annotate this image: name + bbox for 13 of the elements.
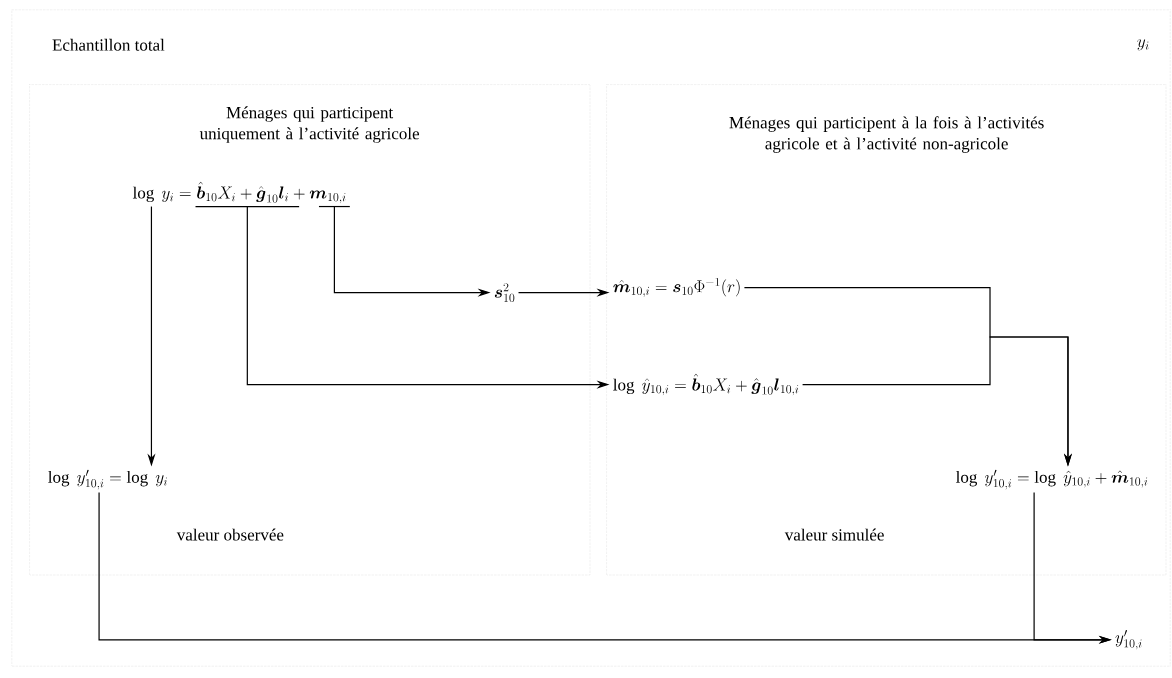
panel-title: Echantillon total <box>52 38 165 51</box>
node-label: valeur observée <box>176 528 284 541</box>
formula: $\hat{\boldsymbol{m}}_{10,i} = \boldsymbol{s}_{10}\Phi^{-1}(r)$ <box>613 277 740 298</box>
formula: $\log\ y'_{10,i} = \log\ y_i$ <box>48 469 167 490</box>
formula: $y_i$ <box>1137 39 1149 51</box>
node-label: valeur simulée <box>784 528 884 541</box>
formula: $\boldsymbol{s}_{10}^{2}$ <box>494 283 515 302</box>
box-heading: Ménages qui participent uniquement à l’activité agricole <box>199 106 420 143</box>
formula: $\log\ y'_{10,i} = \log\ \hat{y}_{10,i} + \hat{\boldsymbol{m}}_{10,i}$ <box>956 469 1148 490</box>
formula: $\log\ y_i = \hat{\boldsymbol{b}}_{10}X_i + \hat{\boldsymbol{g}}_{10}\boldsymbol{l}_i + \boldsymbol{m}_{10,i}$ <box>132 181 346 204</box>
formula: $y'_{10,i}$ <box>1115 629 1142 650</box>
formula: $\log\ \hat{y}_{10,i} = \hat{\boldsymbol{b}}_{10}X_i + \hat{\boldsymbol{g}}_{10}\boldsymbol{l}_{10,i}$ <box>613 373 799 396</box>
box-heading: Ménages qui participent à la fois à l’activités agricole et à l’activité non-agricole <box>729 116 1044 153</box>
